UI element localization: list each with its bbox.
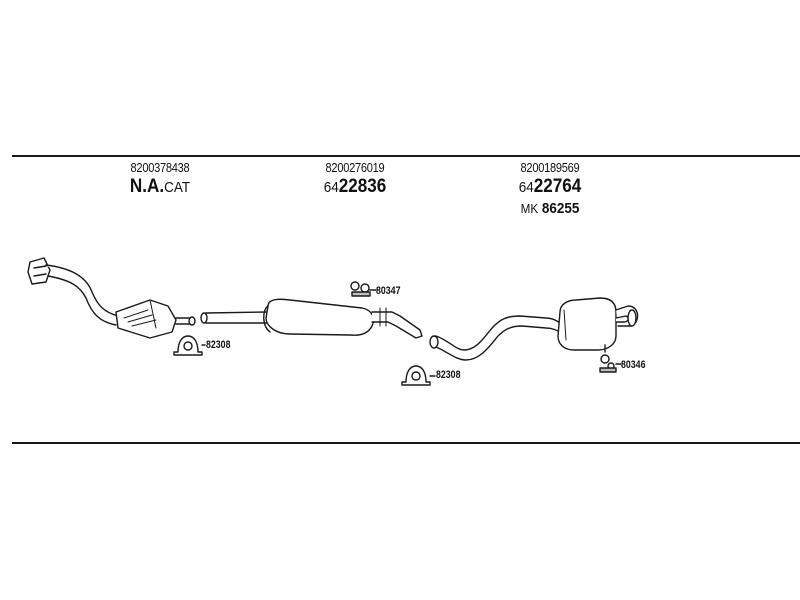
front-flange-icon [27,257,51,285]
part-number: 8200276019 [325,160,385,175]
middle-silencer-body [265,298,375,336]
top-divider [12,155,800,157]
clamp-icon [401,365,431,386]
product-code: 6422764 [474,176,627,199]
section-middle-silencer: 8200276019 6422836 [270,160,440,199]
section-rear-silencer: 8200189569 6422764 MK 86255 [465,160,635,219]
callout-hanger-middle: 80347 [376,285,401,297]
mounting-kit-number: 86255 [541,200,580,217]
rear-pipe [429,315,563,361]
section-catalyst: 8200378438 N.A.CAT [75,160,245,199]
product-code: N.A.CAT [84,176,237,199]
product-code-prefix: 64 [323,179,339,196]
callout-clamp-rear: 82308 [436,369,461,381]
bottom-divider [12,442,800,444]
callout-clamp-front: 82308 [206,339,231,351]
hanger-icon [599,344,617,373]
callout-hanger-rear: 80346 [621,359,646,371]
hanger-icon [350,281,371,297]
middle-pipe-silencer [200,298,423,339]
catalyst-body [115,299,177,339]
product-code: 6422836 [279,176,432,199]
product-code-number: 22836 [338,176,387,197]
product-code-prefix: 64 [518,179,534,196]
mounting-kit-code: MK 86255 [474,199,627,219]
part-number: 8200189569 [520,160,580,175]
product-code-suffix: CAT [164,179,191,196]
part-number: 8200378438 [130,160,190,175]
rear-silencer [557,297,639,351]
front-pipe [45,264,119,326]
product-code-prefix: N.A. [129,176,165,197]
clamp-icon [173,335,203,356]
rear-silencer-body [557,297,617,351]
front-pipe-catalyst [27,257,196,339]
product-code-number: 22764 [533,176,582,197]
mounting-kit-prefix: MK [520,201,539,216]
